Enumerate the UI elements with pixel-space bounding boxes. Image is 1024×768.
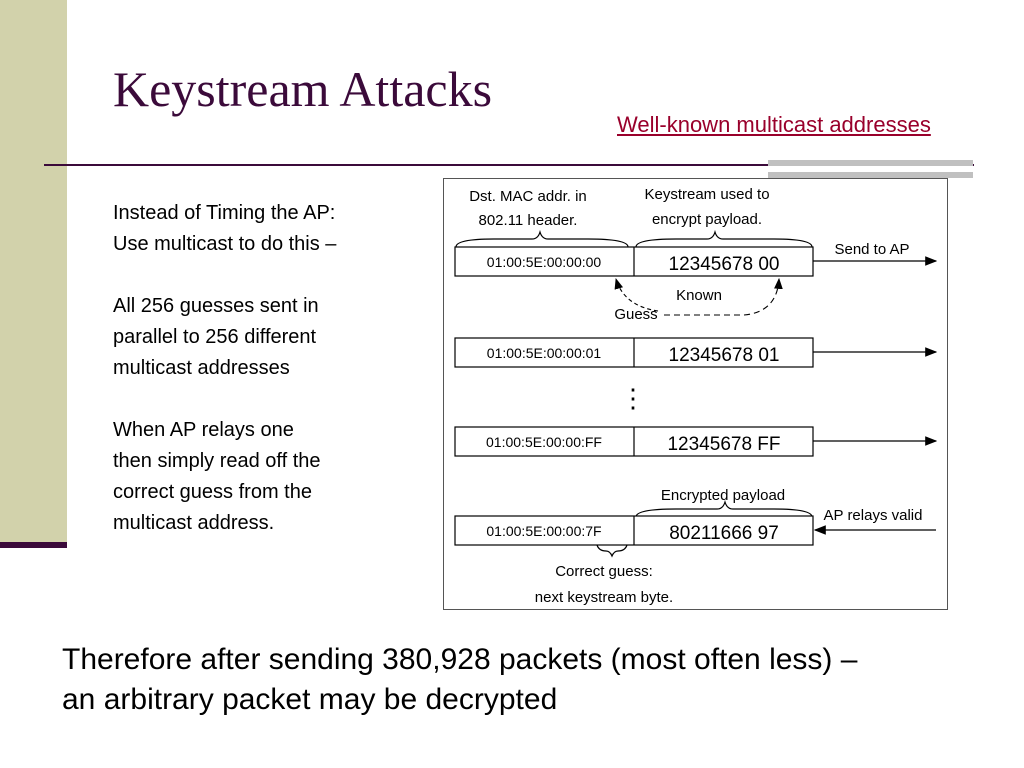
multicast-addresses-link[interactable]: Well-known multicast addresses: [617, 112, 931, 137]
conclusion-text: Therefore after sending 380,928 packets …: [62, 640, 1002, 720]
known-label: Known: [676, 287, 722, 304]
right-accent-bar-bottom: [768, 172, 973, 178]
mac-brace: [455, 229, 629, 248]
bullet-paragraph-2: All 256 guesses sent in parallel to 256 …: [113, 291, 413, 384]
left-decorative-bar: [0, 0, 67, 545]
keystream-brace: [635, 229, 813, 248]
row-2-mac: 01:00:5E:00:00:01: [487, 345, 602, 361]
bullet-2-line-3: multicast addresses: [113, 357, 290, 379]
bullet-3-line-1: When AP relays one: [113, 419, 294, 441]
bullet-1-line-1: Instead of Timing the AP:: [113, 202, 336, 224]
bullet-3-line-2: then simply read off the: [113, 450, 321, 472]
conclusion-line-2: an arbitrary packet may be decrypted: [62, 683, 558, 716]
row-1-payload: 12345678 00: [669, 254, 780, 275]
left-bar-accent: [0, 542, 67, 548]
row-3-payload: 12345678 FF: [667, 434, 780, 455]
dst-label-line-1: Dst. MAC addr. in: [469, 188, 587, 205]
ellipsis-dots: ⋮: [620, 383, 646, 413]
encrypted-payload-label: Encrypted payload: [661, 487, 785, 504]
send-to-ap-label: Send to AP: [834, 241, 909, 258]
keystream-label-line-2: encrypt payload.: [652, 211, 762, 228]
dst-label-line-2: 802.11 header.: [479, 212, 578, 229]
bullet-2-line-1: All 256 guesses sent in: [113, 295, 319, 317]
correct-guess-line-1: Correct guess:: [555, 563, 653, 580]
row-1-mac: 01:00:5E:00:00:00: [487, 254, 602, 270]
bullet-2-line-2: parallel to 256 different: [113, 326, 317, 348]
conclusion-line-1: Therefore after sending 380,928 packets …: [62, 643, 858, 676]
correct-guess-line-2: next keystream byte.: [535, 589, 673, 606]
ap-relays-valid-label: AP relays valid: [824, 507, 923, 524]
bullet-3-line-3: correct guess from the: [113, 481, 312, 503]
bullet-3-line-4: multicast address.: [113, 512, 275, 534]
row-2-payload: 12345678 01: [669, 345, 780, 366]
bullet-paragraph-3: When AP relays one then simply read off …: [113, 415, 413, 539]
title-rule: [44, 164, 974, 166]
keystream-label-line-1: Keystream used to: [644, 186, 769, 203]
keystream-diagram: Dst. MAC addr. in 802.11 header. Keystre…: [443, 178, 948, 610]
row-3-mac: 01:00:5E:00:00:FF: [486, 434, 602, 450]
right-accent-bar-top: [768, 160, 973, 166]
bullet-text-block: Instead of Timing the AP: Use multicast …: [113, 198, 413, 570]
guess-label: Guess: [614, 306, 657, 323]
guess-dashed-arrow: [614, 277, 659, 312]
row-4-mac: 01:00:5E:00:00:7F: [486, 523, 601, 539]
known-dashed-arrow: [664, 277, 783, 316]
encrypted-payload-brace: [635, 499, 813, 518]
bullet-paragraph-1: Instead of Timing the AP: Use multicast …: [113, 198, 413, 260]
correct-guess-brace: [596, 544, 628, 558]
diagram-canvas: Dst. MAC addr. in 802.11 header. Keystre…: [454, 186, 938, 606]
row-4-payload: 80211666 97: [669, 523, 779, 544]
slide-title: Keystream Attacks: [113, 61, 493, 117]
bullet-1-line-2: Use multicast to do this –: [113, 233, 337, 255]
